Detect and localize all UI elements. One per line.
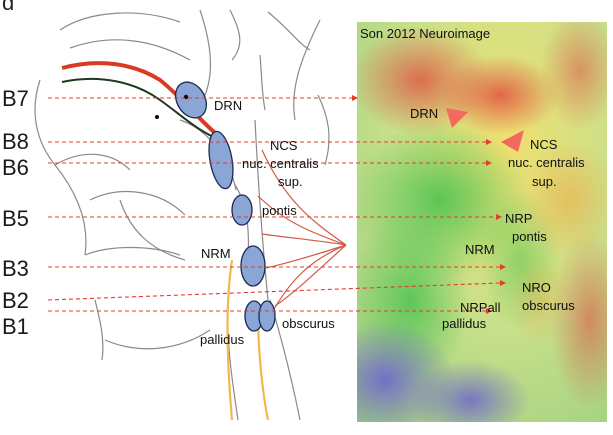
mri-labels: DRN NCS nuc. centralis sup. NRP pontis N… (410, 106, 585, 331)
group-label: B7 (2, 86, 29, 111)
label-pallidus: pallidus (200, 332, 245, 347)
group-label: B2 (2, 288, 29, 313)
mri-label-nuc-centralis: nuc. centralis (508, 155, 585, 170)
nucleus-ncs (208, 130, 234, 190)
label-ncs: NCS (270, 138, 298, 153)
mri-label-sup: sup. (532, 174, 557, 189)
mri-label-nrpall: NRPall (460, 300, 501, 315)
label-drn: DRN (214, 98, 242, 113)
green-tract (61, 77, 221, 141)
source-caption: Son 2012 Neuroimage (360, 26, 490, 41)
mri-label-drn: DRN (410, 106, 438, 121)
group-label: B3 (2, 256, 29, 281)
label-sup: sup. (278, 174, 303, 189)
group-label: B8 (2, 129, 29, 154)
nucleus-nrm (240, 245, 266, 287)
raphe-nuclei (174, 81, 276, 332)
guide-line-arrowheads (352, 95, 506, 314)
panel-letter: d (2, 0, 14, 15)
arrowhead-ncs (501, 130, 524, 152)
brainstem-schematic (34, 9, 347, 421)
nucleus-pontis (231, 194, 253, 226)
label-nuc-centralis: nuc. centralis (242, 156, 319, 171)
red-fan-fibers (257, 149, 347, 317)
mri-label-ncs: NCS (530, 137, 558, 152)
mri-label-nrp: NRP (505, 211, 532, 226)
nucleus-dots (155, 94, 189, 119)
group-label: B1 (2, 314, 29, 339)
mri-label-nrm: NRM (465, 242, 495, 257)
label-pontis: pontis (262, 203, 297, 218)
arrowhead-drn (446, 108, 468, 128)
label-obscurus: obscurus (282, 316, 335, 331)
mri-label-obscurus: obscurus (522, 298, 575, 313)
group-label: B5 (2, 206, 29, 231)
nucleus-obscurus (258, 300, 276, 332)
group-label: B6 (2, 155, 29, 180)
guide-lines (47, 97, 501, 312)
group-labels: B7 B8 B6 B5 B3 B2 B1 (2, 86, 29, 339)
mri-panel (357, 22, 607, 422)
schematic-labels: DRN NCS nuc. centralis sup. pontis NRM o… (200, 98, 335, 347)
label-nrm: NRM (201, 246, 231, 261)
mri-label-pallidus: pallidus (442, 316, 487, 331)
nucleus-drn (174, 81, 208, 119)
mri-label-pontis: pontis (512, 229, 547, 244)
mri-label-nro: NRO (522, 280, 551, 295)
